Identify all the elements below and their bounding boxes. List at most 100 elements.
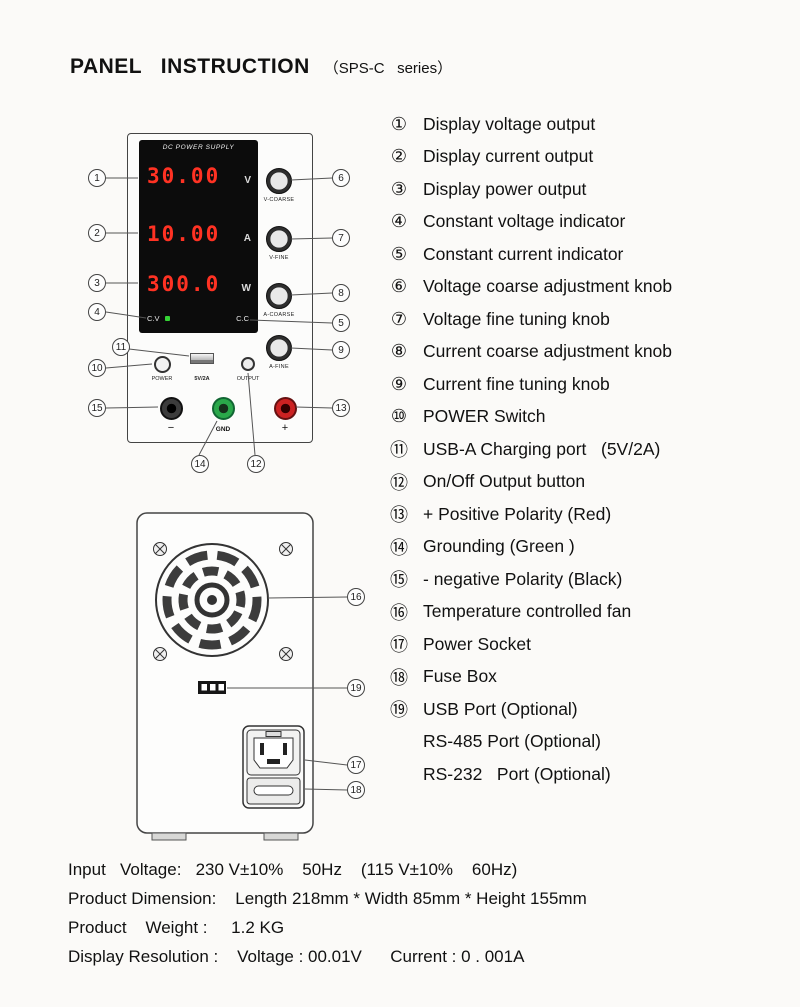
rear-panel-diagram xyxy=(136,512,314,842)
callout-11: 11 xyxy=(112,338,130,356)
brand-label: DC POWER SUPPLY xyxy=(162,144,235,151)
legend-text: Current fine tuning knob xyxy=(423,373,610,394)
legend-num: ⑨ xyxy=(390,373,408,395)
callout-8: 8 xyxy=(332,284,350,302)
legend-num: ① xyxy=(390,113,408,135)
legend-text: Power Socket xyxy=(423,633,531,654)
cv-indicator: C.V xyxy=(147,314,170,323)
a-coarse-knob xyxy=(266,283,292,309)
a-fine-knob xyxy=(266,335,292,361)
a-fine-label: A-FINE xyxy=(269,364,289,370)
callout-15: 15 xyxy=(88,399,106,417)
v-coarse-knob xyxy=(266,168,292,194)
legend-num: ⑪ xyxy=(390,440,408,462)
ground-terminal-label: GND xyxy=(215,426,231,433)
front-panel-diagram: DC POWER SUPPLY 30.00 V 10.00 A 300.0 W … xyxy=(127,133,313,443)
legend-num: ⑱ xyxy=(390,667,408,689)
output-button-label: OUTPUT xyxy=(236,376,260,382)
legend-item-21: RS-232 Port (Optional) xyxy=(388,758,778,791)
legend-text: - negative Polarity (Black) xyxy=(423,568,623,589)
header: PANEL INSTRUCTION （SPS-C series） xyxy=(70,55,452,79)
spec-line-weight: Product Weight : 1.2 KG xyxy=(68,918,285,937)
power-readout: 300.0 W xyxy=(147,272,251,296)
callout-6: 6 xyxy=(332,169,350,187)
legend-text: Voltage fine tuning knob xyxy=(423,308,610,329)
legend-item-18: ⑱ Fuse Box xyxy=(388,661,778,694)
screw-icon xyxy=(279,542,293,556)
legend-item-9: ⑨ Current fine tuning knob xyxy=(388,368,778,401)
legend-item-11: ⑪ USB-A Charging port (5V/2A) xyxy=(388,433,778,466)
cv-indicator-dot xyxy=(164,316,170,321)
callout-18: 18 xyxy=(347,781,365,799)
cc-label: C.C xyxy=(236,314,249,323)
current-readout: 10.00 A xyxy=(147,222,251,246)
legend-num: ⑲ xyxy=(390,700,408,722)
specifications: Input Voltage: 230 V±10% 50Hz (115 V±10%… xyxy=(68,855,587,971)
output-button xyxy=(241,357,255,371)
series-subtitle: （SPS-C series） xyxy=(323,60,453,77)
spec-line-resolution: Display Resolution : Voltage : 00.01V Cu… xyxy=(68,947,525,966)
legend-num: ⑧ xyxy=(390,341,408,363)
legend-num: ⑫ xyxy=(390,472,408,494)
legend-num: ⑭ xyxy=(390,537,408,559)
legend-text: Fuse Box xyxy=(423,666,497,687)
legend-item-16: ⑯ Temperature controlled fan xyxy=(388,596,778,629)
screw-icon xyxy=(279,647,293,661)
legend-num: ⑯ xyxy=(390,602,408,624)
legend-num: ② xyxy=(390,146,408,168)
callout-3: 3 xyxy=(88,274,106,292)
legend-text: Temperature controlled fan xyxy=(423,601,632,622)
callout-17: 17 xyxy=(347,756,365,774)
usb-option-port xyxy=(198,681,226,694)
callout-7: 7 xyxy=(332,229,350,247)
callout-12: 12 xyxy=(247,455,265,473)
legend-text: Display power output xyxy=(423,178,587,199)
legend-num: ⑤ xyxy=(390,243,408,265)
callout-14: 14 xyxy=(191,455,209,473)
voltage-value: 30.00 xyxy=(147,164,221,188)
v-fine-knob xyxy=(266,226,292,252)
callout-10: 10 xyxy=(88,359,106,377)
voltage-readout: 30.00 V xyxy=(147,164,251,188)
lcd-display: DC POWER SUPPLY 30.00 V 10.00 A 300.0 W … xyxy=(139,140,258,333)
v-coarse-label: V-COARSE xyxy=(263,197,295,203)
legend-text: + Positive Polarity (Red) xyxy=(423,503,612,524)
screw-icon xyxy=(153,647,167,661)
legend-num: ⑮ xyxy=(390,570,408,592)
legend-num: ⑬ xyxy=(390,505,408,527)
fuse-box xyxy=(246,777,301,805)
legend-item-14: ⑭ Grounding (Green ) xyxy=(388,531,778,564)
voltage-unit: V xyxy=(244,175,251,186)
legend-num: ⑥ xyxy=(390,276,408,298)
legend-text: Current coarse adjustment knob xyxy=(423,341,673,362)
legend-text: RS-232 Port (Optional) xyxy=(423,763,611,784)
legend-num: ⑦ xyxy=(390,308,408,330)
legend-text: USB-A Charging port (5V/2A) xyxy=(423,438,661,459)
spec-line-input-voltage: Input Voltage: 230 V±10% 50Hz (115 V±10%… xyxy=(68,860,518,879)
callout-16: 16 xyxy=(347,588,365,606)
a-coarse-label: A-COARSE xyxy=(263,312,295,318)
power-button-label: POWER xyxy=(151,376,173,382)
callout-5: 5 xyxy=(332,314,350,332)
power-button xyxy=(154,356,171,373)
cv-label: C.V xyxy=(147,314,160,323)
callout-1: 1 xyxy=(88,169,106,187)
current-unit: A xyxy=(243,233,251,244)
callout-9: 9 xyxy=(332,341,350,359)
callout-4: 4 xyxy=(88,303,106,321)
spec-line-dimension: Product Dimension: Length 218mm * Width … xyxy=(68,889,587,908)
legend-text: Grounding (Green ) xyxy=(423,536,575,557)
legend-item-8: ⑧ Current coarse adjustment knob xyxy=(388,336,778,369)
legend-num: ③ xyxy=(390,178,408,200)
legend-item-7: ⑦ Voltage fine tuning knob xyxy=(388,303,778,336)
foot xyxy=(151,832,187,841)
